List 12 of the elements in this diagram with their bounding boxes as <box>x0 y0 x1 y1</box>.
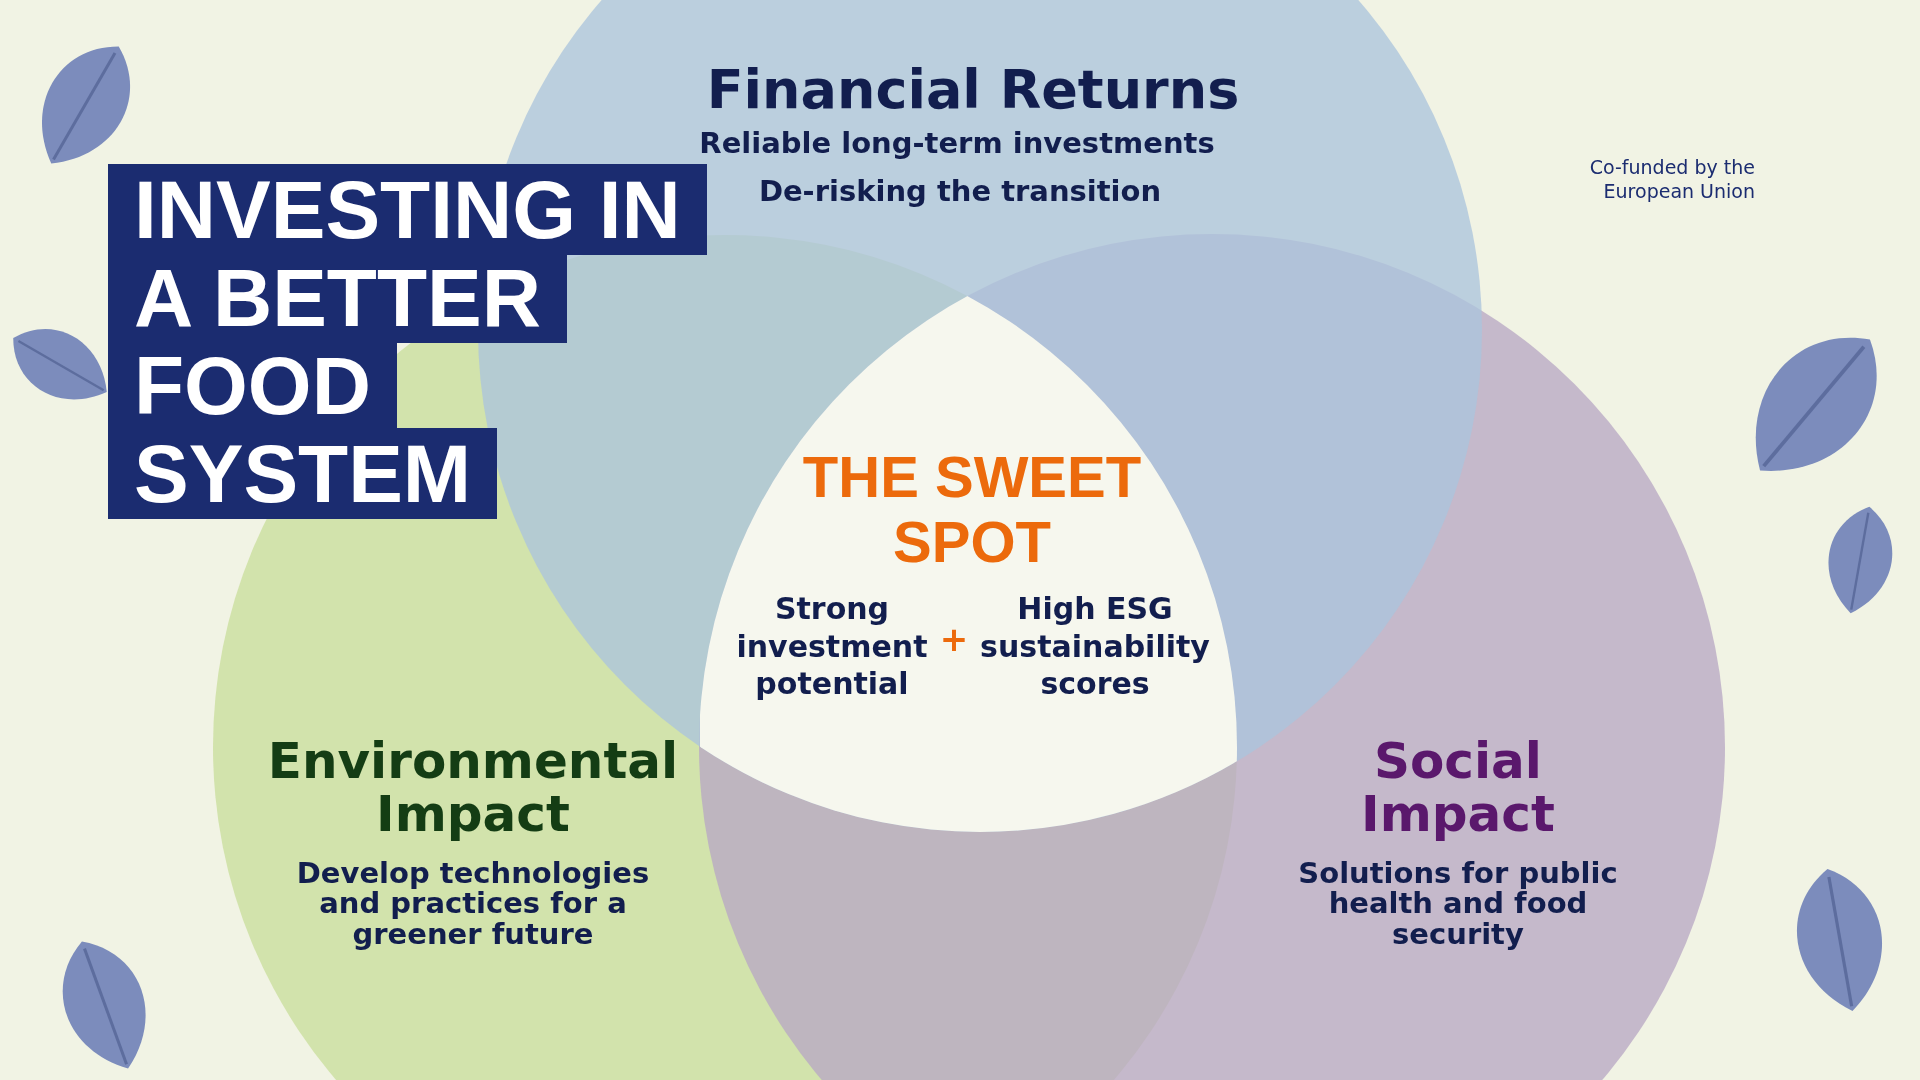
sweet-spot-text: High ESG sustainability scores <box>980 590 1210 703</box>
circle-text: Reliable long-term investments <box>698 128 1216 159</box>
circle-text: Develop technologies and practices for a greener future <box>295 858 651 950</box>
circle-heading: Social Impact <box>1360 735 1556 840</box>
circle-text: Solutions for public health and food security <box>1298 858 1618 950</box>
sweet-spot-text: Strong investment potential <box>735 590 929 703</box>
plus-sign: + <box>938 618 970 661</box>
funding-note: Co-funded by the European Union <box>1588 155 1755 203</box>
sweet-spot-heading: THE SWEET SPOT <box>801 445 1143 575</box>
circle-heading: Financial Returns <box>705 62 1241 119</box>
circle-heading: Environmental Impact <box>266 735 680 840</box>
circle-text: De-risking the transition <box>757 176 1163 207</box>
